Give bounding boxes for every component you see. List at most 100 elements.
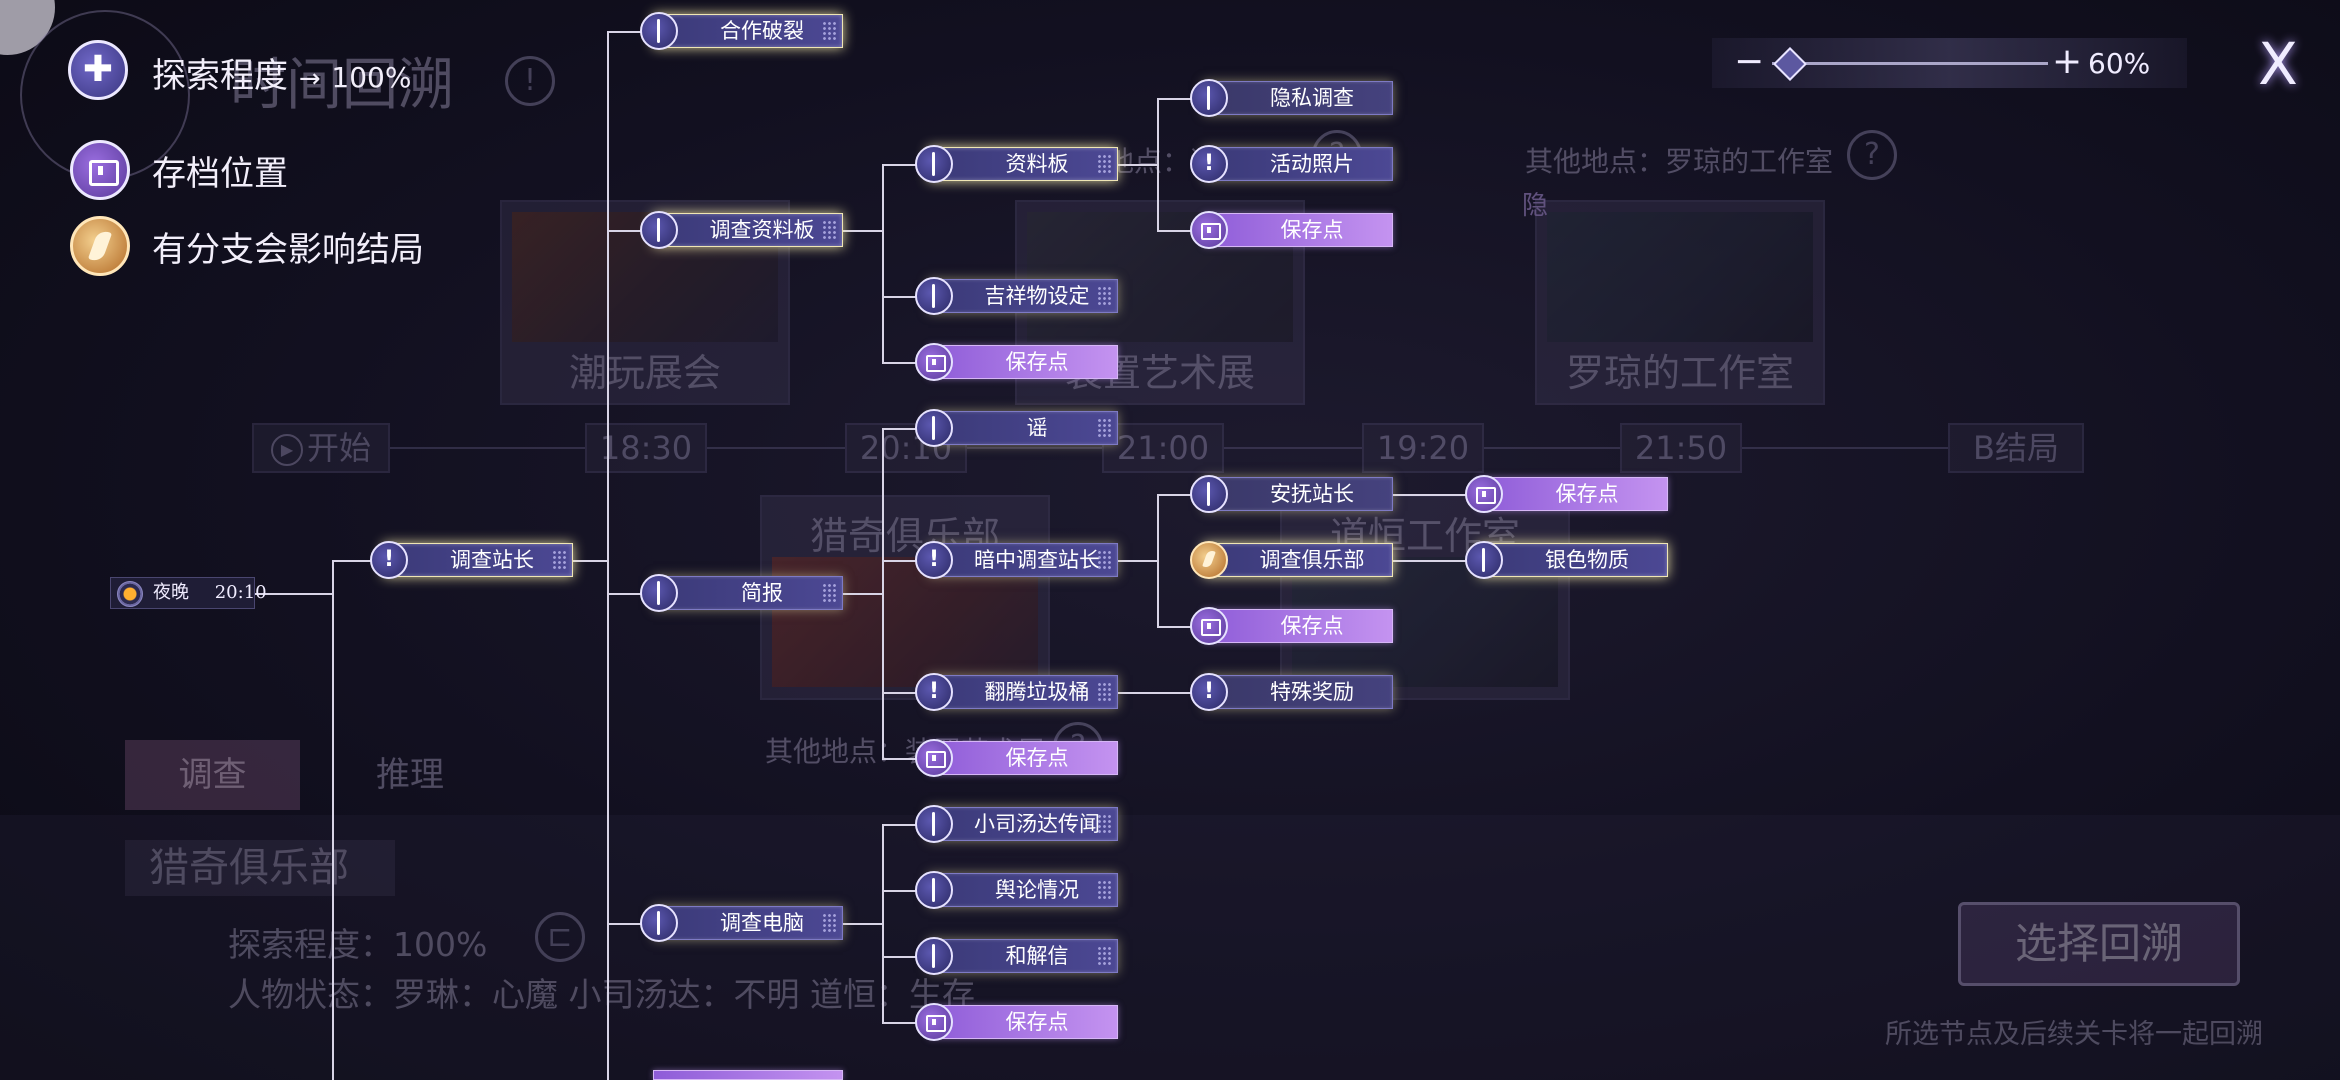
tree-node-cooperation-broken[interactable]: 合作破裂 <box>640 12 843 50</box>
tree-node-partial[interactable] <box>653 1070 843 1080</box>
tree-node-save-point[interactable]: 保存点 <box>1465 475 1668 513</box>
exclamation-icon: ! <box>370 541 408 579</box>
puzzle-icon <box>68 40 128 100</box>
info-icon <box>915 409 953 447</box>
help-icon: ? <box>1847 130 1897 180</box>
tree-node-material-board[interactable]: 资料板 <box>915 145 1118 183</box>
connector <box>1105 560 1157 562</box>
tree-node-special-reward[interactable]: !特殊奖励 <box>1190 673 1393 711</box>
tree-node-save-point[interactable]: 保存点 <box>915 739 1118 777</box>
connector <box>255 593 333 595</box>
connector <box>1157 626 1193 628</box>
connector <box>830 923 882 925</box>
info-icon <box>640 904 678 942</box>
help-icon: ! <box>505 56 555 106</box>
connector <box>882 956 918 958</box>
tree-node-stendhal-rumor[interactable]: 小司汤达传闻 <box>915 805 1118 843</box>
tree-node-rumor[interactable]: 谣 <box>915 409 1118 447</box>
zoom-slider[interactable] <box>1772 62 2048 65</box>
tree-node-investigate-material-board[interactable]: 调查资料板 <box>640 211 843 249</box>
tree-node-investigate-stationmaster[interactable]: !调查站长 <box>370 541 573 579</box>
connector <box>607 923 642 925</box>
tree-node-dig-trash-can[interactable]: !翻腾垃圾桶 <box>915 673 1118 711</box>
info-icon <box>915 277 953 315</box>
folder-icon <box>70 140 130 200</box>
tree-node-reconciliation-letter[interactable]: 和解信 <box>915 937 1118 975</box>
connector <box>882 890 918 892</box>
explore-progress: 探索程度：100% <box>228 925 488 964</box>
close-button[interactable]: X <box>2258 30 2298 98</box>
tab-investigate: 调查 <box>125 740 300 810</box>
tree-node-investigate-computer[interactable]: 调查电脑 <box>640 904 843 942</box>
zoom-value: 60% <box>2088 47 2151 80</box>
tree-node-silver-substance[interactable]: 银色物质 <box>1465 541 1668 579</box>
exclamation-icon: ! <box>1190 145 1228 183</box>
connector <box>882 692 918 694</box>
tree-node-mascot-setting[interactable]: 吉祥物设定 <box>915 277 1118 315</box>
branch-icon <box>1190 541 1228 579</box>
folder-icon <box>1190 211 1228 249</box>
timeline-end: B结局 <box>1948 423 2084 473</box>
folder-icon <box>915 343 953 381</box>
tree-node-secret-investigate-stationmaster[interactable]: !暗中调查站长 <box>915 541 1118 579</box>
tree-node-save-point[interactable]: 保存点 <box>1190 607 1393 645</box>
connector <box>1378 560 1466 562</box>
tree-node-privacy-investigation[interactable]: 隐私调查 <box>1190 79 1393 117</box>
tree-start-node[interactable]: 夜晚 20:10 <box>110 577 267 609</box>
timeline-line <box>260 447 2060 449</box>
connector <box>882 428 884 759</box>
connector <box>1157 98 1159 231</box>
connector <box>1157 98 1193 100</box>
connector <box>1378 494 1466 496</box>
exclamation-icon: ! <box>915 673 953 711</box>
exclamation-icon: ! <box>1190 673 1228 711</box>
info-icon <box>915 937 953 975</box>
info-panel <box>0 815 2340 1080</box>
faded-page-title: 时间回溯 <box>230 53 454 118</box>
start-period: 夜晚 <box>153 582 189 603</box>
tree-node-save-point[interactable]: 保存点 <box>1190 211 1393 249</box>
tree-node-investigate-club[interactable]: 调查俱乐部 <box>1190 541 1393 579</box>
select-rewind-button: 选择回溯 <box>1958 902 2240 986</box>
timeline-node: 18:30 <box>585 423 707 473</box>
connector <box>882 1022 918 1024</box>
connector <box>1157 494 1193 496</box>
connector <box>882 824 884 1023</box>
connector <box>607 31 609 1080</box>
location-card-title: 潮玩展会 <box>568 351 721 395</box>
tab-reasoning: 推理 <box>376 755 444 795</box>
tree-node-comfort-stationmaster[interactable]: 安抚站长 <box>1190 475 1393 513</box>
zoom-out-button[interactable]: − <box>1734 41 1765 82</box>
timeline-node: 21:50 <box>1620 423 1742 473</box>
tree-node-briefing[interactable]: 简报 <box>640 574 843 612</box>
legend-branch-ending: 有分支会影响结局 <box>152 230 424 270</box>
start-time: 20:10 <box>214 582 267 603</box>
zoom-in-button[interactable]: + <box>2052 41 2083 82</box>
connector <box>882 824 918 826</box>
tree-icon: ⊏ <box>535 912 585 962</box>
info-icon <box>915 145 953 183</box>
location-card: 罗琼的工作室 <box>1535 200 1825 405</box>
tree-node-public-opinion[interactable]: 舆论情况 <box>915 871 1118 909</box>
connector <box>882 164 884 363</box>
tree-node-event-photos[interactable]: !活动照片 <box>1190 145 1393 183</box>
connector <box>1157 494 1159 627</box>
connector <box>1105 692 1193 694</box>
timeline-start-label: 开始 <box>306 429 371 467</box>
play-icon: ▶ <box>270 434 303 466</box>
timeline-start: ▶开始 <box>252 423 390 473</box>
connector <box>332 560 334 1080</box>
info-icon <box>915 871 953 909</box>
folder-icon <box>1190 607 1228 645</box>
location-title: 猎奇俱乐部 <box>125 840 395 896</box>
zoom-slider-handle[interactable] <box>1773 47 1807 81</box>
exclamation-icon: ! <box>915 541 953 579</box>
location-card: 道恒工作室 <box>1280 495 1570 700</box>
connector <box>830 230 882 232</box>
branch-icon <box>70 216 130 276</box>
tree-node-save-point[interactable]: 保存点 <box>915 343 1118 381</box>
info-icon <box>1190 79 1228 117</box>
tree-node-save-point[interactable]: 保存点 <box>915 1003 1118 1041</box>
folder-icon <box>915 739 953 777</box>
